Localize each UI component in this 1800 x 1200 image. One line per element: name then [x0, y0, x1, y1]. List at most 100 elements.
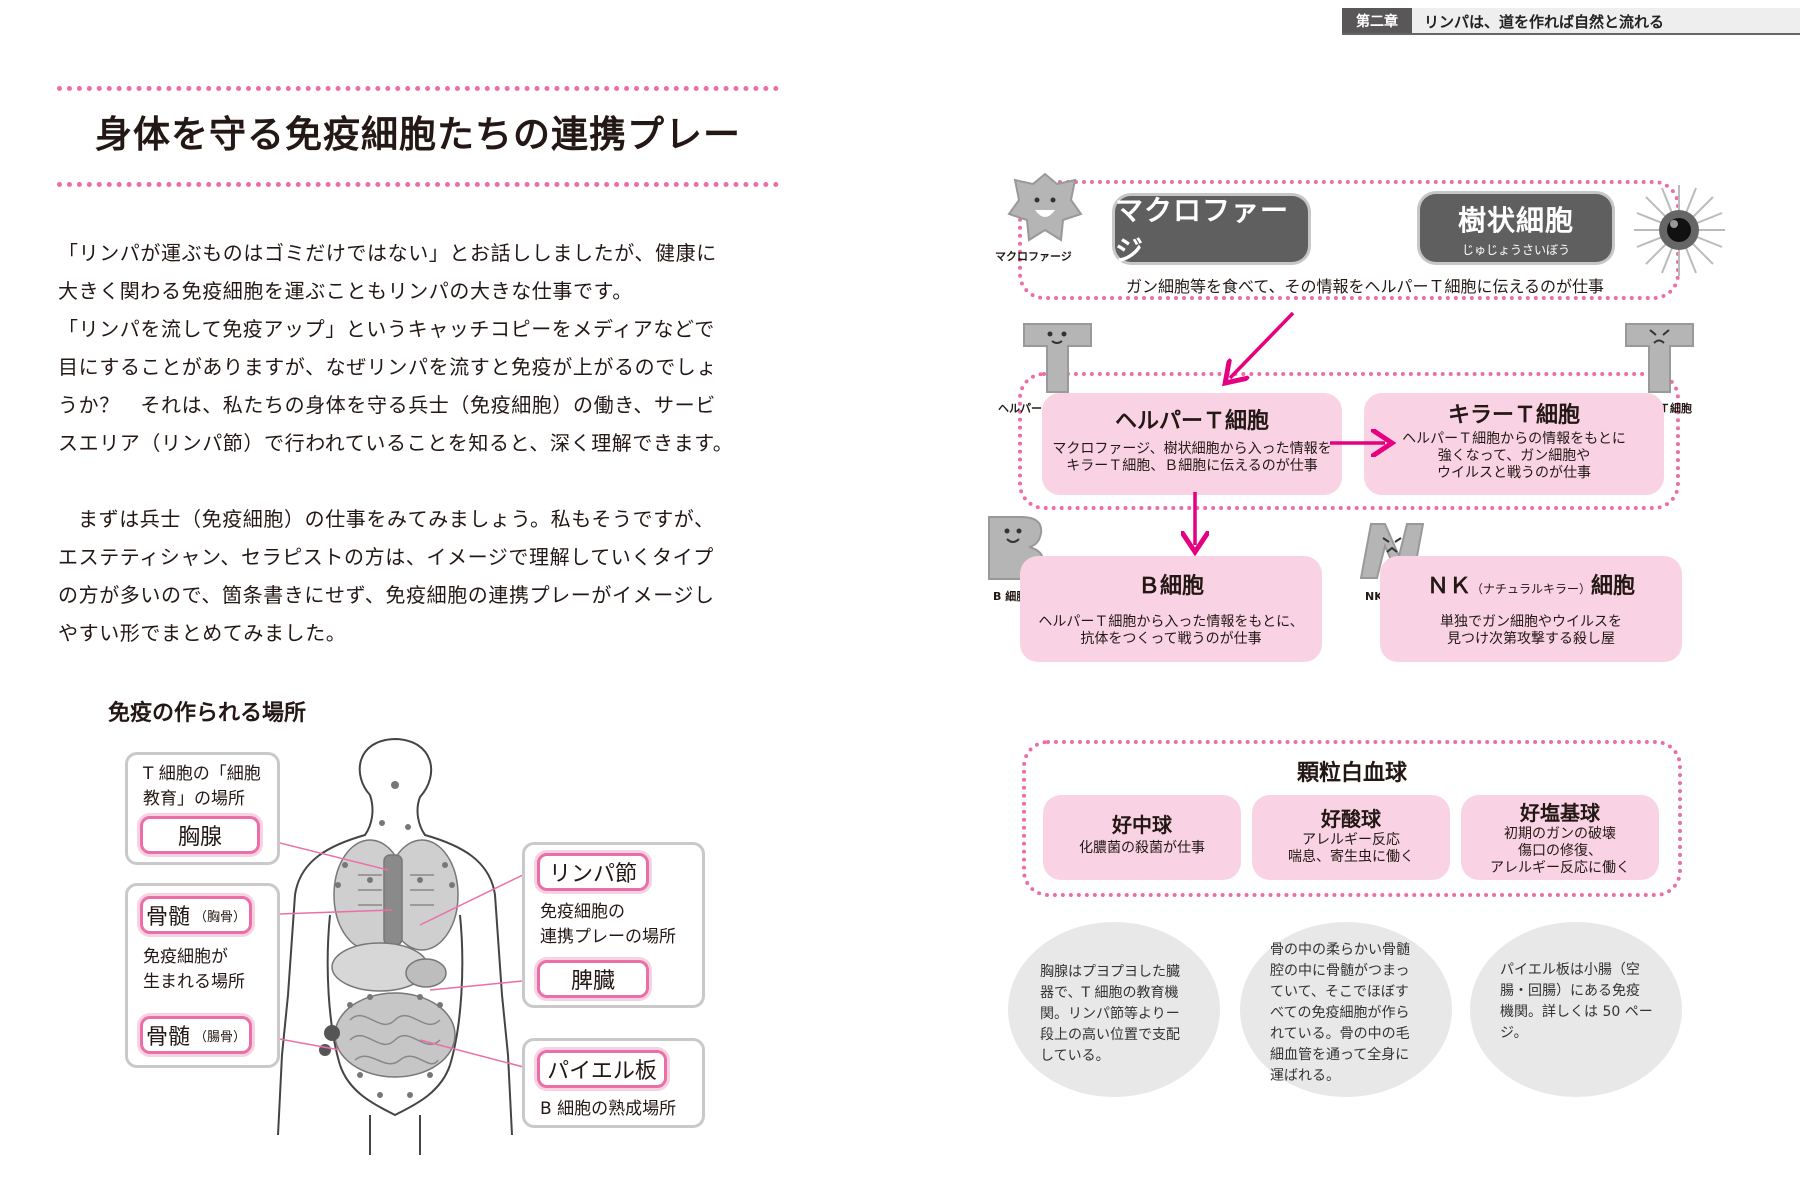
text-line: 喘息、寄生虫に働く	[1288, 849, 1414, 865]
nk-label-b: （ナチュラルキラー）	[1470, 582, 1591, 596]
chapter-header: 第二章 リンパは、道を作れば自然と流れる	[1342, 8, 1800, 35]
text-line: 抗体をつくって戦うのが仕事	[1080, 631, 1262, 647]
lymph-node-label-text: リンパ節	[548, 862, 637, 887]
text-line: ジ。	[1500, 1025, 1528, 1041]
macrophage-label: マクロファージ	[1115, 194, 1290, 267]
text-line: うか？ それは、私たちの身体を守る兵士（免疫細胞）の働き、サービ	[58, 393, 716, 417]
killer-t-desc: ヘルパーＴ細胞からの情報をもとに 強くなって、ガン細胞や ウイルスと戦うのが仕事	[1364, 431, 1664, 482]
text-line: マクロファージ、樹状細胞から入った情報を	[1052, 441, 1332, 457]
nk-cell-label: ＮＫ（ナチュラルキラー）細胞	[1380, 568, 1682, 600]
arrow-antigen-to-helper	[1230, 311, 1295, 378]
text-line: 運ばれる。	[1270, 1068, 1340, 1084]
thymus-label-text: 胸腺	[177, 825, 222, 850]
text-line: 器で、T 細胞の教育機	[1040, 985, 1179, 1001]
text-line: 腸・回腸）にある免疫	[1500, 983, 1640, 999]
marrow-note: 骨の中の柔らかい骨髄 腔の中に骨髄がつまっ ていて、そこでほぼす べての免疫細胞…	[1270, 940, 1410, 1087]
b-cell-caption: B 細胞	[993, 590, 1028, 603]
neutrophil-label: 好中球	[1112, 813, 1172, 837]
paragraph-2: まずは兵士（免疫細胞）の仕事をみてみましょう。私もそうですが、 エステティシャン…	[58, 500, 798, 652]
marrow-chest-label: 骨髄（胸骨）	[140, 896, 252, 934]
marrow-ilium-text: （腸骨）	[194, 1029, 247, 1045]
nk-cell-desc: 単独でガン細胞やウイルスを 見つけ次第攻撃する殺し屋	[1380, 614, 1682, 648]
text-line: 連携プレーの場所	[540, 927, 676, 947]
b-cell-box: Ｂ細胞 ヘルパーＴ細胞から入った情報をもとに、 抗体をつくって戦うのが仕事	[1020, 556, 1322, 662]
granulocyte-group	[1022, 740, 1682, 897]
b-cell-desc: ヘルパーＴ細胞から入った情報をもとに、 抗体をつくって戦うのが仕事	[1020, 614, 1322, 648]
text-line: やすい形でまとめてみました。	[58, 621, 347, 645]
text-line: 傷口の修復、	[1518, 843, 1602, 859]
killer-t-box: キラーＴ細胞 ヘルパーＴ細胞からの情報をもとに 強くなって、ガン細胞や ウイルス…	[1364, 393, 1664, 495]
nk-cell-box: ＮＫ（ナチュラルキラー）細胞 単独でガン細胞やウイルスを 見つけ次第攻撃する殺し…	[1380, 556, 1682, 662]
title-dotline-top	[57, 86, 779, 91]
text-line: 大きく関わる免疫細胞を運ぶこともリンパの大きな仕事です。	[58, 279, 633, 303]
text-line: の方が多いので、箇条書きにせず、免疫細胞の連携プレーがイメージし	[58, 583, 715, 607]
text-line: ヘルパーＴ細胞から入った情報をもとに、	[1038, 614, 1304, 630]
figure-heading: 免疫の作られる場所	[108, 701, 307, 726]
text-line: している。	[1040, 1048, 1110, 1064]
thymus-note-bubble	[1008, 922, 1220, 1097]
text-line: 初期のガンの破壊	[1504, 826, 1616, 842]
title-dotline-bottom	[57, 182, 779, 187]
marrow-label-text: 骨髄	[145, 905, 190, 930]
helper-t-box: ヘルパーＴ細胞 マクロファージ、樹状細胞から入った情報を キラーＴ細胞、Ｂ細胞に…	[1042, 393, 1342, 495]
lymph-node-label: リンパ節	[537, 853, 649, 891]
text-line: エステティシャン、セラピストの方は、イメージで理解していくタイプ	[58, 545, 714, 569]
dendritic-box: 樹状細胞 じゅじょうさいぼう	[1420, 194, 1612, 262]
text-line: 強くなって、ガン細胞や	[1437, 448, 1591, 464]
paragraph-1: 「リンパが運ぶものはゴミだけではない」とお話ししましたが、健康に 大きく関わる免…	[58, 234, 798, 462]
lymph-desc: 免疫細胞の 連携プレーの場所	[540, 900, 676, 950]
dendritic-ruby: じゅじょうさいぼう	[1461, 242, 1570, 257]
neutrophil-box: 好中球 化膿菌の殺菌が仕事	[1043, 795, 1241, 880]
text-line: 骨の中の柔らかい骨髄	[1270, 942, 1410, 958]
thymus-desc: T 細胞の「細胞 教育」の場所	[143, 762, 261, 812]
text-line: アレルギー反応に働く	[1490, 860, 1630, 876]
basophil-desc: 初期のガンの破壊 傷口の修復、 アレルギー反応に働く	[1461, 826, 1659, 877]
text-line: ヘルパーＴ細胞からの情報をもとに	[1402, 431, 1626, 447]
macrophage-caption: マクロファージ	[995, 250, 1072, 263]
peyer-note-bubble	[1470, 922, 1682, 1097]
b-cell-label: Ｂ細胞	[1137, 574, 1204, 599]
chapter-title: リンパは、道を作れば自然と流れる	[1424, 13, 1665, 31]
text-line: れている。骨の中の毛	[1270, 1026, 1410, 1042]
marrow-ilium-label: 骨髄（腸骨）	[140, 1016, 252, 1054]
basophil-box: 好塩基球 初期のガンの破壊 傷口の修復、 アレルギー反応に働く	[1461, 795, 1659, 880]
text-line: T 細胞の「細胞	[143, 764, 261, 784]
text-line: 「リンパが運ぶものはゴミだけではない」とお話ししましたが、健康に	[58, 241, 717, 265]
nk-label-a: ＮＫ	[1426, 574, 1471, 599]
helper-t-desc: マクロファージ、樹状細胞から入った情報を キラーＴ細胞、Ｂ細胞に伝えるのが仕事	[1042, 441, 1342, 475]
thymus-label: 胸腺	[140, 816, 260, 854]
marrow-desc: 免疫細胞が 生まれる場所	[143, 945, 245, 995]
text-line: キラーＴ細胞、Ｂ細胞に伝えるのが仕事	[1066, 458, 1318, 474]
killer-t-label: キラーＴ細胞	[1447, 403, 1580, 428]
text-line: 機関。詳しくは 50 ペー	[1500, 1004, 1653, 1020]
dendritic-label: 樹状細胞	[1457, 203, 1574, 237]
macrophage-character-icon	[1007, 172, 1083, 242]
thymus-note: 胸腺はプヨプヨした臓 器で、T 細胞の教育機 関。リンパ節等よりー 段上の高い位…	[1040, 962, 1180, 1067]
text-line: 胸腺はプヨプヨした臓	[1040, 964, 1180, 980]
nk-label-c: 細胞	[1591, 574, 1636, 599]
text-line: 細血管を通って全身に	[1270, 1047, 1410, 1063]
marrow-note-bubble	[1240, 922, 1452, 1097]
text-line: 腔の中に骨髄がつまっ	[1270, 963, 1410, 979]
eosinophil-box: 好酸球 アレルギー反応 喘息、寄生虫に働く	[1252, 795, 1450, 880]
eosinophil-label: 好酸球	[1321, 807, 1381, 831]
helper-t-character-icon	[1023, 323, 1092, 393]
text-line: パイエル板は小腸（空	[1500, 962, 1640, 978]
text-line: まずは兵士（免疫細胞）の仕事をみてみましょう。私もそうですが、	[78, 507, 715, 531]
text-line: ていて、そこでほぼす	[1270, 984, 1409, 1000]
peyer-label-text: パイエル板	[547, 1059, 657, 1084]
basophil-label: 好塩基球	[1520, 801, 1600, 825]
text-line: 「リンパを流して免疫アップ」というキャッチコピーをメディアなどで	[58, 317, 715, 341]
text-line: ウイルスと戦うのが仕事	[1437, 465, 1591, 481]
text-line: 免疫細胞が	[143, 947, 228, 967]
text-line: 単独でガン細胞やウイルスを	[1440, 614, 1622, 630]
peyer-label: パイエル板	[537, 1050, 667, 1088]
body-illustration	[277, 737, 513, 1155]
killer-t-character-icon	[1625, 323, 1694, 393]
antigen-desc: ガン細胞等を食べて、その情報をヘルパーＴ細胞に伝えるのが仕事	[1125, 277, 1605, 296]
macrophage-box: マクロファージ	[1115, 194, 1308, 267]
peyer-desc: B 細胞の熟成場所	[540, 1099, 677, 1119]
t-cell-group	[1018, 372, 1680, 510]
text-line: 免疫細胞の	[540, 902, 625, 922]
